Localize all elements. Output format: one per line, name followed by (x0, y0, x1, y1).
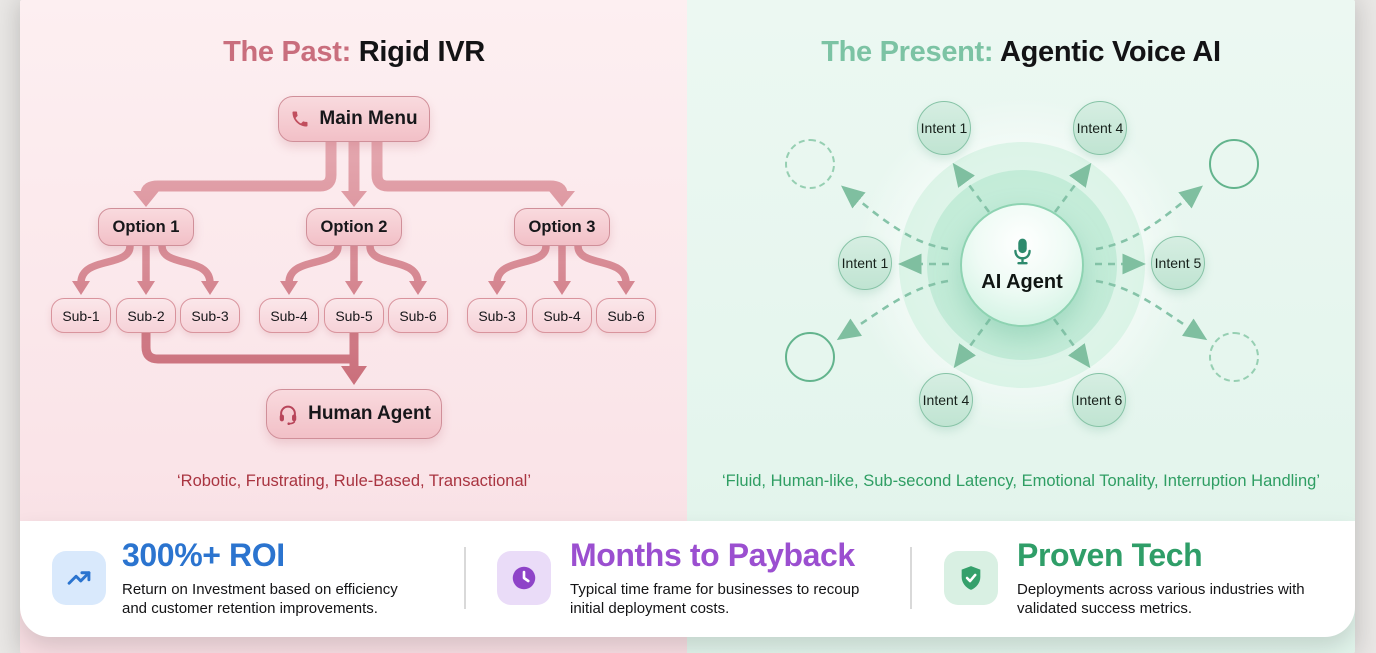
option-label: Option 2 (320, 217, 388, 236)
sub-label: Sub-6 (399, 307, 437, 324)
present-panel: The Present: Agentic Voice AI (687, 0, 1355, 653)
intent-dashed-arrows (836, 162, 1208, 369)
option-node-1: Option 1 (98, 208, 194, 246)
sub-label: Sub-4 (543, 307, 581, 324)
intent-label: Intent 5 (1154, 255, 1202, 271)
sub-label: Sub-1 (62, 307, 100, 324)
ivr-tree-arrows (72, 142, 635, 385)
present-title-main: Agentic Voice AI (999, 36, 1221, 68)
microphone-icon (1013, 238, 1031, 264)
human-agent-label: Human Agent (308, 403, 431, 424)
human-agent-node: Human Agent (266, 389, 442, 439)
sub-label: Sub-5 (335, 307, 373, 324)
ai-agent-label: AI Agent (981, 270, 1063, 293)
trending-up-icon (67, 571, 91, 585)
stat-desc-payback: Typical time frame for businesses to rec… (570, 581, 860, 617)
intent-label: Intent 1 (920, 120, 968, 136)
intent-label: Intent 6 (1075, 392, 1123, 408)
present-title: The Present: Agentic Voice AI (687, 36, 1355, 69)
sub-label: Sub-3 (191, 307, 229, 324)
proven-icon-box (944, 551, 998, 605)
intent-node-mid-left: Intent 1 (838, 236, 892, 290)
sub-label: Sub-6 (607, 307, 645, 324)
sub-node: Sub-1 (51, 298, 111, 333)
intent-node-top-left: Intent 1 (917, 101, 971, 155)
stats-divider (910, 547, 912, 609)
sub-label: Sub-3 (478, 307, 516, 324)
past-quote: ‘Robotic, Frustrating, Rule-Based, Trans… (177, 472, 531, 490)
present-title-prefix: The Present: (821, 36, 994, 68)
stat-desc-roi: Return on Investment based on efficiency… (122, 581, 398, 617)
sub-node: Sub-3 (467, 298, 527, 333)
intent-label: Intent 4 (922, 392, 970, 408)
intent-node-bottom-right: Intent 6 (1072, 373, 1126, 427)
sub-label: Sub-4 (270, 307, 308, 324)
empty-solid-circle-bottom-left (785, 332, 835, 382)
sub-label: Sub-2 (127, 307, 165, 324)
sub-node: Sub-6 (388, 298, 448, 333)
stats-divider (464, 547, 466, 609)
option-label: Option 3 (528, 217, 596, 236)
option-node-2: Option 2 (306, 208, 402, 246)
option-label: Option 1 (112, 217, 180, 236)
sub-node: Sub-3 (180, 298, 240, 333)
empty-dashed-circle-bottom-right (1209, 332, 1259, 382)
phone-icon (292, 111, 308, 127)
main-menu-label: Main Menu (319, 108, 418, 129)
past-title: The Past: Rigid IVR (20, 36, 688, 69)
roi-icon-box (52, 551, 106, 605)
present-quote: ‘Fluid, Human-like, Sub-second Latency, … (722, 472, 1320, 490)
sub-node: Sub-2 (116, 298, 176, 333)
empty-dashed-circle-top-left (785, 139, 835, 189)
intent-node-mid-right: Intent 5 (1151, 236, 1205, 290)
intent-node-bottom-left: Intent 4 (919, 373, 973, 427)
intent-label: Intent 1 (841, 255, 889, 271)
past-title-prefix: The Past: (223, 36, 351, 68)
shield-check-icon (961, 566, 981, 590)
intent-label: Intent 4 (1076, 120, 1124, 136)
sub-node: Sub-4 (259, 298, 319, 333)
stats-bar: 300%+ ROI Return on Investment based on … (20, 521, 1355, 637)
stat-title-roi: 300%+ ROI (122, 537, 285, 573)
stat-title-payback: Months to Payback (570, 537, 855, 573)
stat-desc-proven: Deployments across various industries wi… (1017, 581, 1305, 617)
clock-icon (512, 566, 536, 590)
sub-node: Sub-4 (532, 298, 592, 333)
payback-icon-box (497, 551, 551, 605)
infographic-card: The Past: Rigid IVR (20, 0, 1355, 653)
headset-icon (279, 405, 297, 425)
empty-solid-circle-top-right (1209, 139, 1259, 189)
option-node-3: Option 3 (514, 208, 610, 246)
intent-node-top-right: Intent 4 (1073, 101, 1127, 155)
sub-node: Sub-5 (324, 298, 384, 333)
main-menu-node: Main Menu (278, 96, 430, 142)
stat-title-proven: Proven Tech (1017, 537, 1203, 573)
ai-agent-node: AI Agent (960, 203, 1084, 327)
sub-node: Sub-6 (596, 298, 656, 333)
past-title-main: Rigid IVR (358, 36, 485, 68)
